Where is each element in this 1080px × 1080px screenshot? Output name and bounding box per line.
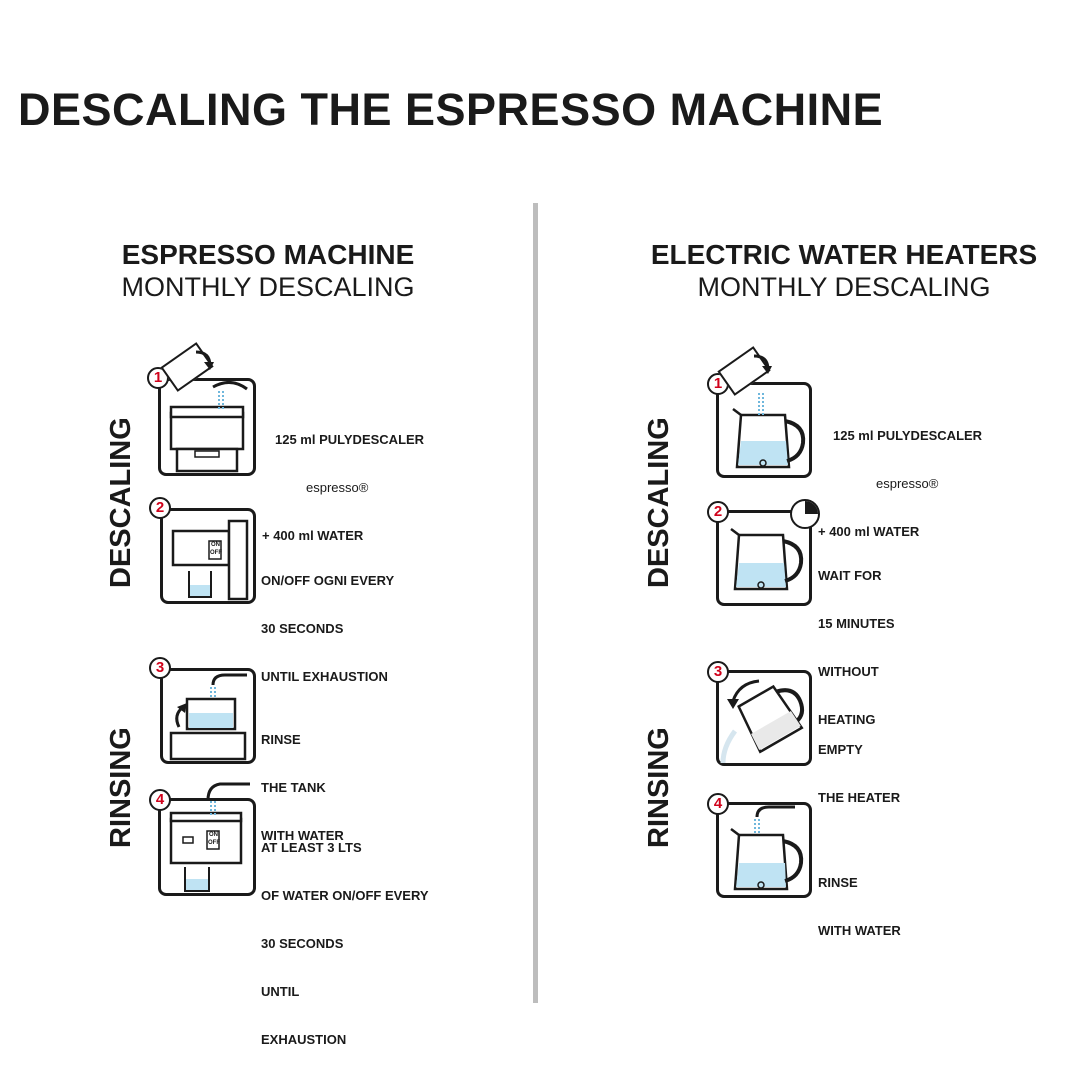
step-number-badge: 4 [707,793,729,815]
espresso-heading-block: ESPRESSO MACHINE MONTHLY DESCALING [98,239,438,303]
espresso-rinsing-label: RINSING [105,727,137,848]
heaters-step-4-illustration: 4 [707,793,812,898]
heaters-heading: ELECTRIC WATER HEATERS [650,239,1038,270]
espresso-step-2-illustration: ON OFF 2 [149,497,256,604]
heaters-step-3-illustration: 3 [707,661,812,766]
pour-arrow-icon [753,354,772,374]
step-number-badge: 3 [149,657,171,679]
espresso-step-2-caption: ON/OFF OGNI EVERY 30 SECONDS UNTIL EXHAU… [261,573,395,684]
water-tap-icon [206,782,250,801]
espresso-step-3-caption: RINSE THE TANK WITH WATER [261,732,344,843]
heaters-descaling-label: DESCALING [643,417,675,588]
heaters-step-1-illustration: 1 [707,373,812,478]
switch-on-label: ON [211,542,220,548]
step-number-badge: 3 [707,661,729,683]
pour-arrow-icon [195,350,214,370]
heaters-heading-block: ELECTRIC WATER HEATERS MONTHLY DESCALING [618,239,1070,303]
espresso-step-1-caption: 125 ml PULYDESCALER espresso® + 400 ml W… [262,432,425,543]
espresso-heading: ESPRESSO MACHINE [121,239,415,270]
heaters-step-1-caption: 125 ml PULYDESCALER espresso® + 400 ml W… [818,428,983,539]
heaters-step-2-illustration: 2 [707,501,812,606]
heaters-subheading: MONTHLY DESCALING [697,272,991,302]
switch-on-label: ON [209,832,218,838]
heaters-step-4-caption: RINSE WITH WATER [818,875,901,938]
heaters-step-2-caption: WAIT FOR 15 MINUTES WITHOUT HEATING [818,568,895,727]
column-divider [533,203,538,1003]
step-number-badge: 4 [149,789,171,811]
espresso-step-3-illustration: 3 [149,657,256,764]
step-number-badge: 2 [149,497,171,519]
switch-off-label: OFF [208,840,220,846]
heaters-step-3-caption: EMPTY THE HEATER [818,742,901,805]
espresso-descaling-label: DESCALING [105,417,137,588]
espresso-step-4-illustration: ON OFF 4 [149,789,256,896]
heaters-rinsing-label: RINSING [643,727,675,848]
step-number-badge: 2 [707,501,729,523]
timer-clock-icon [790,499,820,529]
espresso-subheading: MONTHLY DESCALING [121,272,415,302]
page-title: DESCALING THE ESPRESSO MACHINE [18,84,884,135]
espresso-step-1-illustration: 1 [147,367,256,476]
espresso-step-4-caption: AT LEAST 3 LTS OF WATER ON/OFF EVERY 30 … [261,840,429,1047]
switch-off-label: OFF [210,550,222,556]
